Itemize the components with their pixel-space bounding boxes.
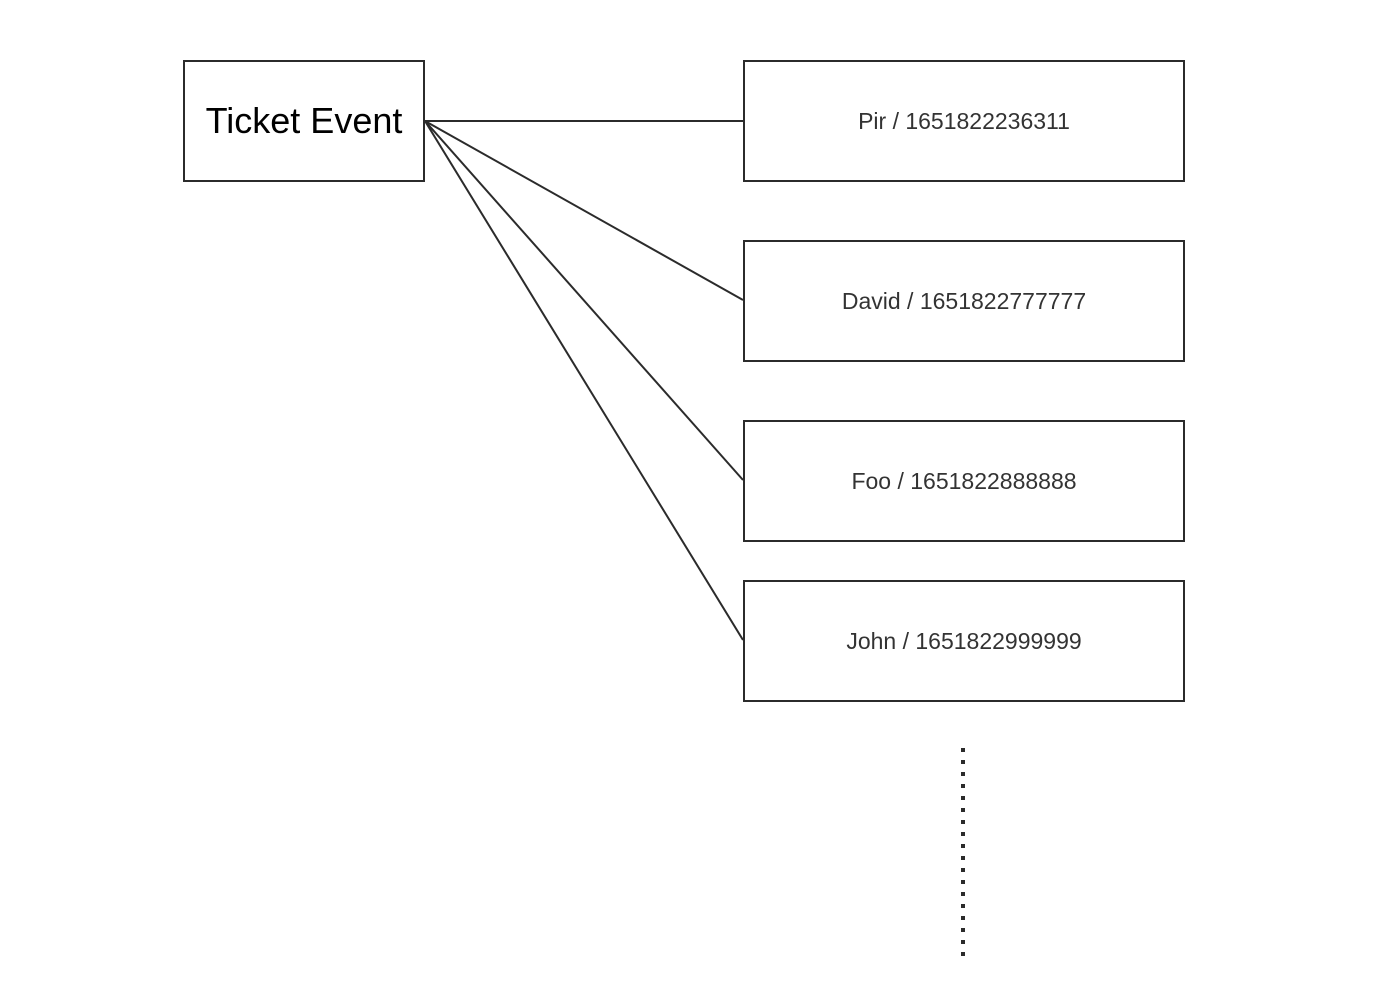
child-node-david[interactable]: David / 1651822777777 <box>743 240 1185 362</box>
ticket-event-label: Ticket Event <box>205 100 403 141</box>
child-node-john[interactable]: John / 1651822999999 <box>743 580 1185 702</box>
connector-root-to-david <box>424 120 744 301</box>
child-node-foo[interactable]: Foo / 1651822888888 <box>743 420 1185 542</box>
child-node-label: Foo / 1651822888888 <box>851 467 1077 494</box>
child-node-pir[interactable]: Pir / 1651822236311 <box>743 60 1185 182</box>
child-node-label: Pir / 1651822236311 <box>858 107 1070 134</box>
ticket-event-node[interactable]: Ticket Event <box>183 60 425 182</box>
child-node-label: John / 1651822999999 <box>846 627 1082 654</box>
connector-root-to-john <box>424 120 744 641</box>
child-node-label: David / 1651822777777 <box>841 287 1087 314</box>
connector-root-to-foo <box>424 120 744 481</box>
